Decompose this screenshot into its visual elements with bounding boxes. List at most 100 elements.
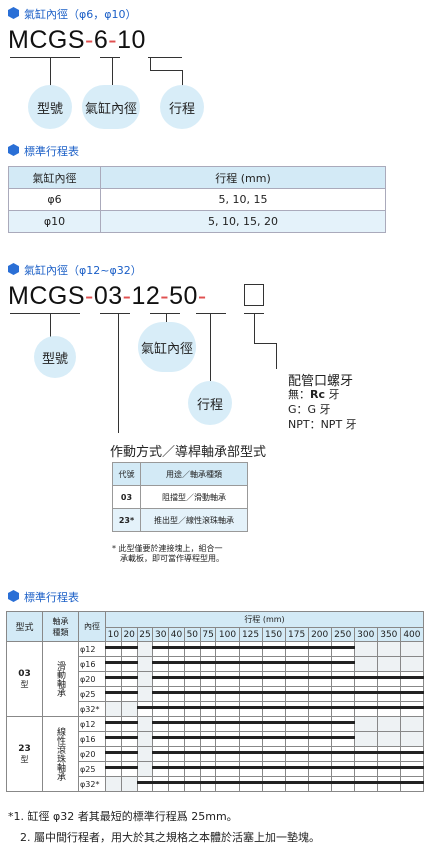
stroke-bar [183, 746, 201, 762]
stroke-header: 30 [152, 627, 170, 642]
stroke-bar [238, 701, 264, 717]
stroke-bar [261, 701, 287, 717]
stroke-bar [376, 686, 402, 702]
stroke-bar [105, 671, 123, 687]
leader-line [50, 57, 51, 87]
stroke-bar [168, 656, 186, 672]
code-dash: - [85, 26, 94, 54]
stroke-empty [399, 716, 425, 732]
stroke-bar [168, 731, 186, 747]
stroke-bar [330, 746, 356, 762]
stroke-bar [215, 641, 241, 657]
stroke-bar [183, 671, 201, 687]
stroke-bar [261, 746, 287, 762]
stroke-bar [261, 656, 287, 672]
stroke-bar [399, 686, 425, 702]
stroke-empty [136, 656, 154, 672]
stroke-bar [307, 731, 333, 747]
stroke-bar [307, 746, 333, 762]
table-cell: 5, 10, 15, 20 [100, 210, 386, 233]
label-stroke-2: 行程 [188, 381, 232, 425]
bore-cell: φ16 [78, 731, 106, 747]
hexagon-icon [8, 144, 19, 156]
leader-line [276, 343, 277, 369]
stroke-bar [215, 761, 241, 777]
stroke-bar [238, 776, 264, 792]
port-thread-rc: 無：Rc 牙 [288, 386, 340, 402]
label-model: 型號 [28, 85, 72, 129]
stroke-bar [215, 701, 241, 717]
stroke-bar [152, 641, 170, 657]
code-part: 12 [131, 282, 161, 310]
stroke-bar [307, 716, 333, 732]
code-part: 03 [93, 282, 123, 310]
stroke-header: 75 [199, 627, 217, 642]
stroke-bar [199, 761, 217, 777]
stroke-bar [120, 716, 138, 732]
leader-line [254, 313, 255, 343]
col-bearing: 軸承種類 [42, 611, 79, 642]
type-code: 03 [18, 668, 31, 679]
stroke-bar [238, 671, 264, 687]
stroke-bar [261, 761, 287, 777]
leader-line [254, 343, 276, 344]
leader-line [210, 313, 211, 381]
stroke-bar [152, 776, 170, 792]
stroke-bar [284, 776, 310, 792]
section-title-stroke-table-2: 標準行程表 [24, 591, 79, 604]
stroke-empty [399, 731, 425, 747]
stroke-bar [215, 776, 241, 792]
stroke-bar [152, 656, 170, 672]
stroke-bar [284, 641, 310, 657]
stroke-bar [136, 776, 154, 792]
stroke-empty [399, 656, 425, 672]
stroke-bar [376, 776, 402, 792]
stroke-bar [238, 746, 264, 762]
col-type: 型式 [6, 611, 43, 642]
stroke-bar [105, 731, 123, 747]
stroke-bar [353, 671, 379, 687]
stroke-bar [261, 716, 287, 732]
code-part: 10 [117, 26, 146, 54]
stroke-bar [183, 716, 201, 732]
note-2: 2. 屬中間行程者，用大於其之規格之本體於活塞上加一墊塊。 [20, 831, 320, 844]
stroke-header: 150 [261, 627, 286, 642]
stroke-bar [399, 776, 425, 792]
stroke-bar [168, 641, 186, 657]
stroke-empty [353, 731, 378, 747]
section-title-bore-large: 氣缸內徑（φ12~φ32） [24, 264, 142, 277]
stroke-header: 200 [307, 627, 332, 642]
stroke-bar [238, 641, 264, 657]
stroke-bar [152, 716, 170, 732]
header-text: 種類 [52, 627, 69, 637]
stroke-empty [376, 641, 401, 657]
stroke-bar [238, 656, 264, 672]
stroke-header: 40 [168, 627, 185, 642]
stroke-bar [168, 776, 186, 792]
col-bore: 內徑 [78, 611, 106, 642]
leader-line [50, 313, 51, 341]
stroke-header: 25 [136, 627, 154, 642]
code-dash: - [122, 282, 132, 310]
stroke-bar [353, 746, 379, 762]
stroke-bar [183, 776, 201, 792]
stroke-bar [261, 641, 287, 657]
stroke-header: 125 [238, 627, 263, 642]
stroke-bar [284, 656, 310, 672]
stroke-bar [353, 776, 379, 792]
table-cell: φ10 [8, 210, 101, 233]
underline [100, 57, 120, 58]
code-part: 6 [93, 26, 109, 54]
stroke-header: 250 [330, 627, 355, 642]
stroke-bar [330, 671, 356, 687]
code-dash: - [108, 26, 118, 54]
stroke-bar [284, 686, 310, 702]
stroke-bar [168, 716, 186, 732]
leader-line [166, 313, 167, 325]
leader-line [150, 57, 151, 71]
label-bore: 氣缸內徑 [82, 85, 140, 129]
